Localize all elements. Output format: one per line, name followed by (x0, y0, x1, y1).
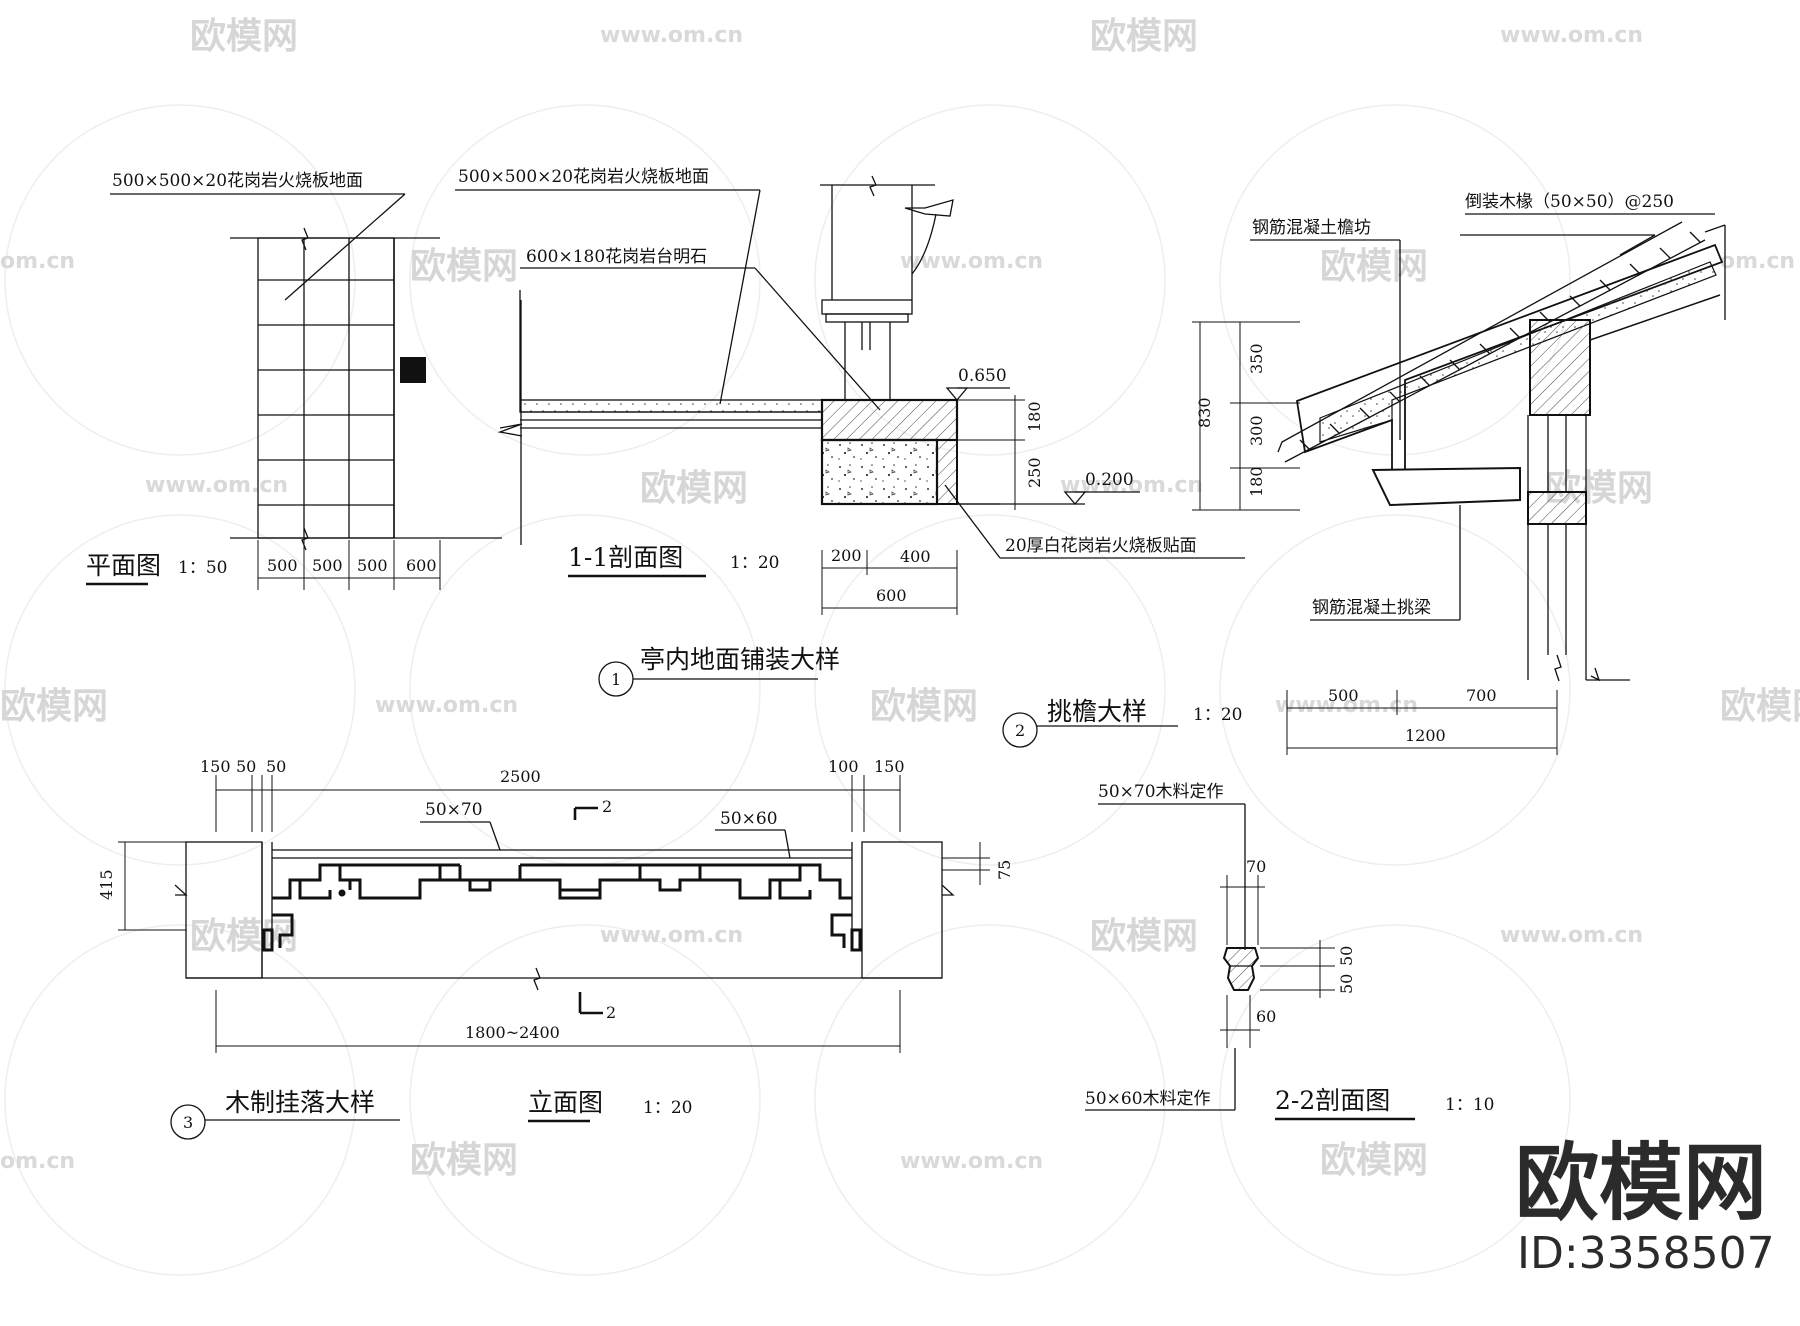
section-2-2-dim: 70 (1246, 857, 1266, 876)
plan-callout-floor: 500×500×20花岗岩火烧板地面 (112, 171, 363, 191)
watermark-url: www.om.cn (600, 923, 743, 948)
section-2-2-dim: 50 (1337, 974, 1356, 994)
section-mark: 2 (606, 1003, 616, 1022)
section-dim-b: 400 (900, 547, 931, 566)
section-2-2-callout-top: 50×70木料定作 (1098, 782, 1224, 802)
section-dim-b: 200 (831, 546, 862, 565)
watermark-logo: 欧模网 (1090, 16, 1198, 57)
lattice-dim-top: 150 (874, 757, 905, 776)
lattice-callout-left: 50×70 (425, 800, 483, 820)
elevation-bottom: 0.200 (1085, 470, 1134, 490)
lattice-dim-top: 50 (266, 757, 286, 776)
plan-title: 平面图 (86, 551, 161, 580)
elevation-title: 立面图 (528, 1088, 603, 1117)
section-2-2: 50×70木料定作 70 50 50 60 50×60木料定作 2-2剖面图 1… (1085, 782, 1494, 1121)
eave-dim-v: 300 (1247, 415, 1266, 446)
section-2-2-dim: 50 (1337, 946, 1356, 966)
watermark-logo: 欧模网 (190, 16, 298, 57)
section-1-1: 0.650 0.200 180 250 200 400 600 500×500×… (455, 167, 1245, 615)
eave-callout-beam: 钢筋混凝土檐坊 (1252, 218, 1371, 238)
watermark-logo: 欧模网 (0, 686, 108, 727)
watermark-logo: 欧模网 (410, 246, 518, 287)
section-2-2-scale: 1：10 (1445, 1095, 1494, 1115)
section-1-1-scale: 1：20 (730, 553, 779, 573)
lattice-dim-top: 100 (828, 757, 859, 776)
watermark-url: www.om.cn (900, 249, 1043, 274)
detail-number: 2 (1015, 721, 1025, 740)
fretwork-pattern (262, 863, 862, 952)
section-2-2-callout-bottom: 50×60木料定作 (1085, 1089, 1211, 1109)
eave-dim-b: 500 (1328, 686, 1359, 705)
detail-1-title-block: 1 亭内地面铺装大样 (598, 645, 840, 697)
eave-scale: 1：20 (1193, 705, 1242, 725)
watermark-url: www.om.cn (1500, 23, 1643, 48)
watermark-url: www.om.cn (900, 1149, 1043, 1174)
eave-title: 挑檐大样 (1047, 697, 1147, 726)
elevation-top: 0.650 (958, 366, 1007, 386)
plan-dim: 500 (357, 556, 388, 575)
brand-id: ID:3358507 (1517, 1228, 1775, 1279)
watermark-logo: 欧模网 (1090, 916, 1198, 957)
detail-number: 3 (183, 1113, 193, 1132)
watermark-url: om.cn (0, 249, 75, 274)
eave-dim-v: 180 (1247, 466, 1266, 497)
lattice-dim-left: 415 (97, 869, 116, 900)
watermark-url: www.om.cn (375, 693, 518, 718)
eave-dim-b: 700 (1466, 686, 1497, 705)
watermark-logo: 欧模网 (1320, 1140, 1428, 1181)
watermark-url: www.om.cn (600, 23, 743, 48)
plan-dim: 600 (406, 556, 437, 575)
watermark-url: www.om.cn (145, 473, 288, 498)
watermark-url: om.cn (1720, 249, 1795, 274)
watermark-url: om.cn (0, 1149, 75, 1174)
lattice-elevation: 2 2 50×70 50×60 150 50 50 2500 100 150 4… (97, 757, 1014, 1140)
watermark-logo: 欧模网 (1720, 686, 1800, 727)
section-callout-face: 20厚白花岗岩火烧板贴面 (1005, 536, 1197, 556)
section-callout-curb: 600×180花岗岩台明石 (526, 247, 707, 267)
lattice-dim-top: 50 (236, 757, 256, 776)
lattice-dim-top: 2500 (500, 767, 541, 786)
section-dim-v: 250 (1025, 457, 1044, 488)
section-callout-floor: 500×500×20花岗岩火烧板地面 (458, 167, 709, 187)
watermark-logo: 欧模网 (1320, 246, 1428, 287)
watermark-logo: 欧模网 (640, 468, 748, 509)
section-mark: 2 (602, 797, 612, 816)
section-dim-v: 180 (1025, 401, 1044, 432)
eave-dim-v: 350 (1247, 343, 1266, 374)
lattice-dim-total: 1800~2400 (465, 1023, 560, 1042)
elevation-scale: 1：20 (643, 1098, 692, 1118)
lattice-dim-top: 150 (200, 757, 231, 776)
eave-dim-b: 1200 (1405, 726, 1446, 745)
column-post-marker (400, 357, 426, 383)
section-dim-b: 600 (876, 586, 907, 605)
watermark-url: www.om.cn (1500, 923, 1643, 948)
lattice-title: 木制挂落大样 (225, 1088, 375, 1117)
eave-detail: 倒装木椽（50×50）@250 钢筋混凝土檐坊 钢筋混凝土挑梁 350 300 … (1002, 192, 1726, 755)
brand-logo-text: 欧模网 (1515, 1134, 1767, 1232)
watermark-logo: 欧模网 (410, 1140, 518, 1181)
watermark-url: www.om.cn (1275, 693, 1418, 718)
eave-callout-rafter: 倒装木椽（50×50）@250 (1465, 192, 1674, 212)
lattice-callout-right: 50×60 (720, 809, 778, 829)
detail-number: 1 (611, 670, 621, 689)
lattice-dim-right: 75 (995, 860, 1014, 880)
section-2-2-dim: 60 (1256, 1007, 1276, 1026)
section-2-2-title: 2-2剖面图 (1275, 1086, 1390, 1115)
plan-scale: 1：50 (178, 558, 227, 578)
eave-callout-cantilever: 钢筋混凝土挑梁 (1312, 598, 1431, 618)
section-1-1-title: 1-1剖面图 (568, 543, 683, 572)
watermark-logo: 欧模网 (870, 686, 978, 727)
brand-block: 欧模网 ID:3358507 (1515, 1134, 1775, 1279)
detail-1-title: 亭内地面铺装大样 (640, 645, 840, 674)
plan-dim: 500 (312, 556, 343, 575)
eave-dim-total: 830 (1195, 397, 1214, 428)
plan-dim: 500 (267, 556, 298, 575)
floor-plan: 500×500×20花岗岩火烧板地面 500 500 500 600 平面图 1… (86, 171, 502, 590)
